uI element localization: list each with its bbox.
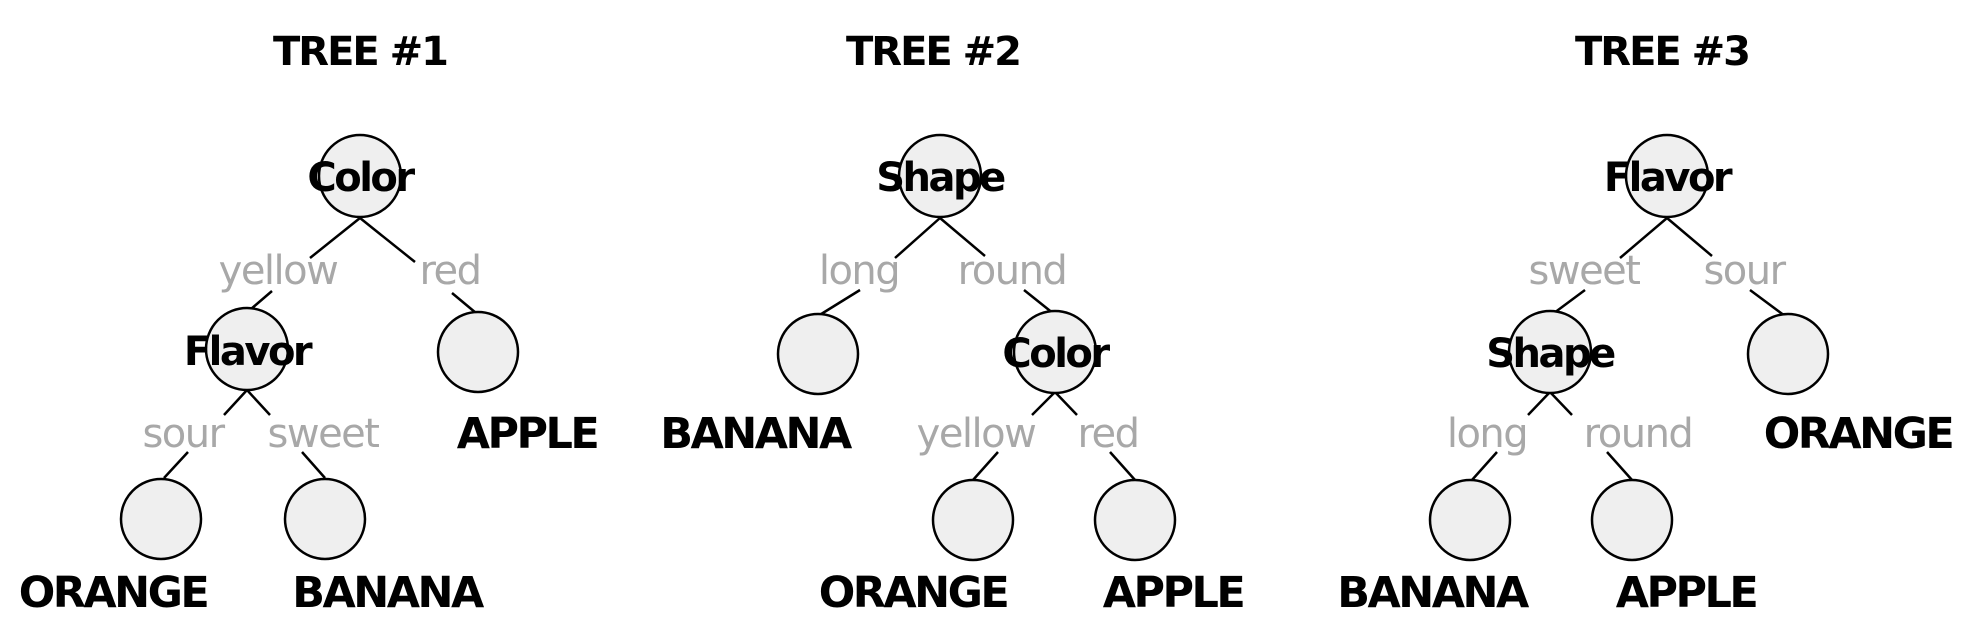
tree-3: TREE #3 Flavor Shape sweet sour long rou… xyxy=(1337,29,1955,618)
tree-1-leaf-sub-left xyxy=(119,477,203,561)
tree-2-leaf-sub-right-label: APPLE xyxy=(1103,568,1244,618)
tree-2-edge-label-sub-left: yellow xyxy=(917,411,1036,457)
tree-1-leaf-sub-right xyxy=(283,477,367,561)
tree-1-edge-root-right-upper xyxy=(359,217,416,263)
tree-1-edge-root-left-upper xyxy=(309,217,361,259)
tree-3-root-node xyxy=(1624,133,1710,219)
tree-1-edge-sub-left-upper xyxy=(223,389,248,416)
tree-2-edge-label-sub-right: red xyxy=(1077,411,1138,457)
tree-1-sub-node xyxy=(204,306,290,392)
tree-3-sub-label: Shape xyxy=(1486,331,1615,377)
tree-1: TREE #1 Color Flavor yellow red sour swe… xyxy=(19,29,600,618)
tree-1-edge-sub-right-lower xyxy=(301,451,326,479)
tree-2-edge-root-left-lower xyxy=(817,288,861,318)
tree-1-leaf-sub-right-label: BANANA xyxy=(292,568,485,618)
tree-2-edge-root-right-lower xyxy=(1023,289,1055,315)
tree-3-leaf-sub-left xyxy=(1428,478,1512,562)
tree-3-leaf-sub-right xyxy=(1590,478,1674,562)
tree-1-leaf-sub-left-label: ORANGE xyxy=(19,568,208,618)
tree-2: TREE #2 Shape Color long round yellow re… xyxy=(660,29,1246,618)
tree-1-edge-sub-left-lower xyxy=(163,451,189,479)
tree-3-edge-sub-right-lower xyxy=(1606,451,1633,481)
tree-3-edge-sub-right-upper xyxy=(1549,391,1573,416)
tree-3-leaf-sub-left-label: BANANA xyxy=(1337,568,1530,618)
tree-1-root-node xyxy=(317,133,403,219)
tree-3-edge-label-root-right: sour xyxy=(1703,248,1786,294)
tree-2-edge-label-root-right: round xyxy=(958,248,1067,294)
tree-1-root-label: Color xyxy=(307,155,415,201)
tree-2-sub-node xyxy=(1012,309,1098,395)
tree-3-edge-sub-left-upper xyxy=(1527,391,1551,416)
tree-2-edge-sub-left-lower xyxy=(972,451,999,481)
tree-2-edge-sub-right-upper xyxy=(1054,391,1078,416)
tree-3-leaf-root-label: ORANGE xyxy=(1764,409,1953,459)
tree-2-leaf-root xyxy=(776,312,860,396)
tree-2-leaf-sub-left xyxy=(931,478,1015,562)
tree-2-leaf-root-label: BANANA xyxy=(660,409,853,459)
tree-1-title: TREE #1 xyxy=(273,29,447,75)
tree-2-root-node xyxy=(897,133,983,219)
tree-2-edge-sub-left-upper xyxy=(1031,391,1056,416)
tree-1-edge-root-right-lower xyxy=(451,292,477,314)
tree-3-edge-label-sub-right: round xyxy=(1584,411,1693,457)
tree-3-edge-sub-left-lower xyxy=(1471,451,1498,481)
tree-2-leaf-sub-right xyxy=(1093,478,1177,562)
tree-2-title: TREE #2 xyxy=(846,29,1020,75)
tree-3-edge-label-root-left: sweet xyxy=(1529,248,1641,294)
tree-2-edge-root-left-upper xyxy=(894,217,941,259)
tree-2-edge-sub-right-lower xyxy=(1109,451,1136,481)
tree-2-leaf-sub-left-label: ORANGE xyxy=(819,568,1008,618)
tree-1-edge-label-sub-left: sour xyxy=(142,411,225,457)
tree-3-root-label: Flavor xyxy=(1604,155,1733,201)
tree-3-edge-label-sub-left: long xyxy=(1447,411,1527,457)
tree-3-leaf-root xyxy=(1746,312,1830,396)
tree-1-edge-label-root-right: red xyxy=(419,248,480,294)
tree-3-leaf-sub-right-label: APPLE xyxy=(1616,568,1757,618)
tree-3-edge-root-left-upper xyxy=(1619,217,1668,259)
tree-3-edge-root-right-upper xyxy=(1666,217,1713,257)
tree-2-root-label: Shape xyxy=(876,155,1005,201)
tree-3-sub-node xyxy=(1507,309,1593,395)
tree-1-edge-sub-right-upper xyxy=(246,389,271,416)
tree-3-edge-root-right-lower xyxy=(1749,288,1786,318)
tree-2-sub-label: Color xyxy=(1002,331,1110,377)
tree-1-leaf-root xyxy=(436,310,520,394)
tree-2-edge-label-root-left: long xyxy=(819,248,899,294)
tree-1-sub-label: Flavor xyxy=(184,329,313,375)
tree-3-title: TREE #3 xyxy=(1575,29,1749,75)
tree-1-edge-label-root-left: yellow xyxy=(219,248,338,294)
tree-2-edge-root-right-upper xyxy=(939,217,986,257)
tree-1-leaf-root-label: APPLE xyxy=(457,409,598,459)
tree-1-edge-label-sub-right: sweet xyxy=(268,411,380,457)
